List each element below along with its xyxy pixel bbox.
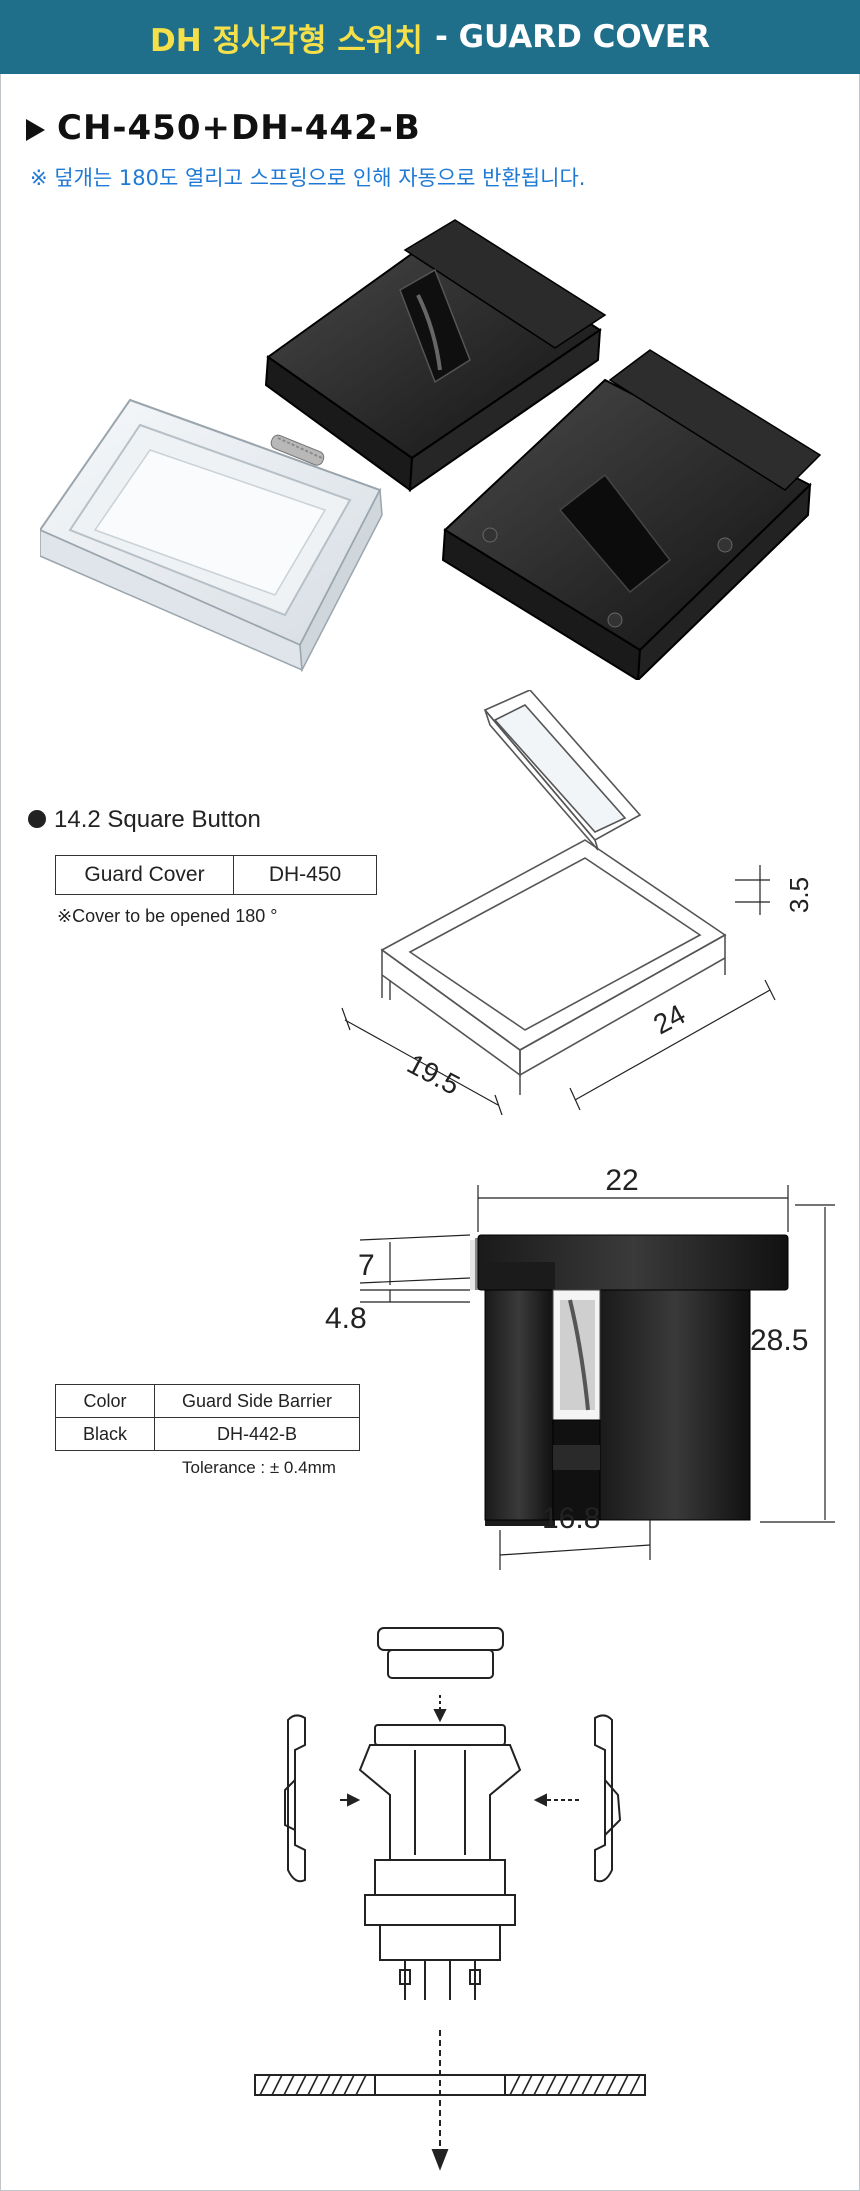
black-guard-cover-top bbox=[264, 219, 607, 492]
black-guard-cover-open bbox=[441, 349, 822, 680]
barrier-spec-table: Color Guard Side Barrier Black DH-442-B bbox=[55, 1384, 360, 1451]
dim-upper-height: 7 bbox=[358, 1249, 375, 1282]
product-note: ※ 덮개는 180도 열리고 스프링으로 인해 자동으로 반환됩니다. bbox=[30, 166, 586, 190]
exploded-cover bbox=[377, 1627, 504, 1679]
dim-total-height: 28.5 bbox=[750, 1324, 808, 1357]
dim-height: 3.5 bbox=[784, 877, 814, 913]
dim-step: 4.8 bbox=[325, 1302, 367, 1335]
dim-depth: 19.5 bbox=[402, 1048, 465, 1101]
exploded-right-barrier bbox=[594, 1714, 622, 1883]
header-title-english: - GUARD COVER bbox=[434, 19, 710, 55]
bullet-icon bbox=[28, 810, 46, 828]
model-heading: CH-450+DH-442-B bbox=[26, 108, 421, 148]
side-barrier-part bbox=[470, 1234, 789, 1526]
color-header: Color bbox=[55, 1384, 155, 1418]
spec-heading-text: 14.2 Square Button bbox=[54, 806, 261, 833]
color-value: Black bbox=[55, 1417, 155, 1451]
header-title-korean: DH 정사각형 스위치 bbox=[150, 22, 423, 59]
side-barrier-dimension-drawing: 22 7 4.8 28.5 16.8 bbox=[325, 1164, 835, 1570]
guard-cover-model: DH-450 bbox=[233, 855, 377, 895]
dim-bottom-width: 16.8 bbox=[542, 1502, 600, 1535]
assembly-exploded-drawing bbox=[254, 1627, 646, 2171]
spec-heading: 14.2 Square Button bbox=[28, 806, 261, 834]
guard-cover-table: Guard Cover DH-450 bbox=[55, 855, 377, 895]
model-number: CH-450+DH-442-B bbox=[57, 108, 421, 148]
tolerance-note: Tolerance : ± 0.4mm bbox=[182, 1458, 336, 1477]
play-arrow-icon bbox=[26, 119, 45, 141]
cover-open-note: ※Cover to be opened 180 ° bbox=[57, 906, 278, 926]
guard-cover-dimension-drawing: 3.5 19.5 24 bbox=[341, 690, 814, 1116]
product-photo bbox=[40, 219, 822, 680]
dim-width: 24 bbox=[648, 998, 690, 1040]
guard-cover-label: Guard Cover bbox=[55, 855, 234, 895]
clear-guard-cover bbox=[40, 398, 383, 673]
mounting-panel bbox=[254, 2074, 646, 2096]
header-bar: DH 정사각형 스위치 - GUARD COVER bbox=[0, 0, 860, 74]
dim-top-width: 22 bbox=[605, 1164, 638, 1197]
barrier-model: DH-442-B bbox=[154, 1417, 360, 1451]
exploded-switch-body bbox=[358, 1724, 522, 2000]
barrier-header: Guard Side Barrier bbox=[154, 1384, 360, 1418]
exploded-left-barrier bbox=[284, 1714, 306, 1883]
